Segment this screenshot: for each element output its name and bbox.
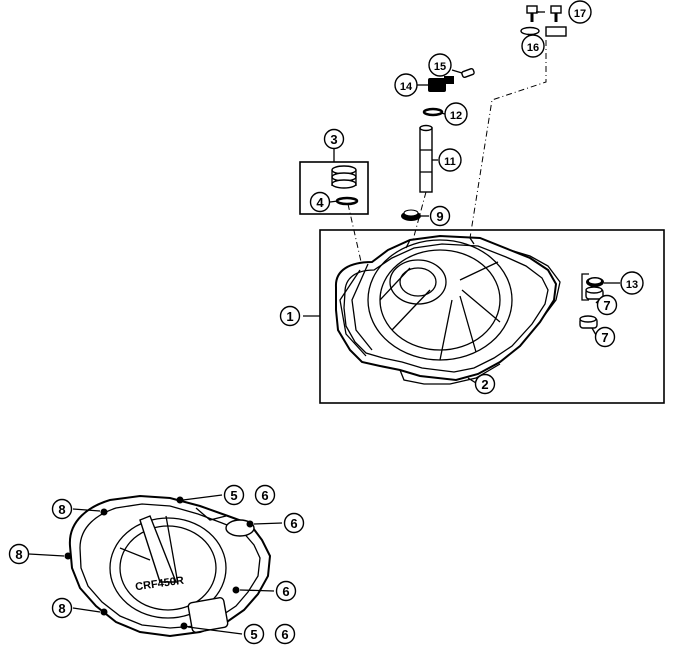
svg-text:5: 5 [230, 488, 237, 503]
svg-text:8: 8 [58, 601, 65, 616]
svg-text:14: 14 [400, 81, 413, 93]
svg-text:7: 7 [603, 298, 610, 313]
callout-16: 16 [521, 34, 545, 58]
bolt-15-part [461, 67, 475, 79]
callout-5a: 5 [223, 484, 245, 506]
svg-text:13: 13 [626, 279, 638, 291]
svg-text:15: 15 [434, 61, 446, 73]
shaft-11-part [419, 124, 433, 193]
seal-9-part [401, 209, 421, 221]
svg-text:11: 11 [444, 156, 456, 168]
bushing-13-part [586, 277, 604, 287]
assembly-line-4 [347, 203, 363, 267]
bracket-13 [581, 273, 589, 301]
callout-3: 3 [323, 128, 345, 150]
callout-5b: 5 [243, 623, 265, 645]
callout-9: 9 [429, 205, 451, 227]
leader-lines [28, 11, 620, 635]
pin-16-part [520, 26, 567, 37]
part-3 [331, 165, 357, 189]
callout-6d: 6 [274, 623, 296, 645]
svg-text:8: 8 [58, 502, 65, 517]
svg-text:6: 6 [261, 488, 268, 503]
callout-13: 13 [620, 271, 644, 295]
assembly-line-11 [412, 191, 427, 241]
svg-text:16: 16 [527, 42, 539, 54]
svg-text:9: 9 [436, 209, 443, 224]
callout-1: 1 [279, 305, 301, 327]
callout-14: 14 [394, 73, 418, 97]
svg-text:6: 6 [282, 584, 289, 599]
plug-14-part [428, 76, 454, 92]
svg-text:6: 6 [281, 627, 288, 642]
callout-6a: 6 [254, 484, 276, 506]
svg-text:6: 6 [290, 516, 297, 531]
svg-text:4: 4 [316, 195, 324, 210]
callout-17: 17 [568, 0, 592, 24]
callout-11: 11 [438, 148, 462, 172]
oring-4-part [335, 196, 359, 206]
callout-12: 12 [444, 102, 468, 126]
callout-4: 4 [309, 191, 331, 213]
callout-8c: 8 [51, 597, 73, 619]
callout-6c: 6 [275, 580, 297, 602]
bushing-7a-part [585, 286, 604, 300]
svg-text:12: 12 [450, 110, 462, 122]
svg-text:3: 3 [330, 132, 337, 147]
bushing-7b-part [579, 315, 598, 329]
svg-text:1: 1 [286, 309, 293, 324]
cover-assembled-view: CRF450R [64, 494, 272, 638]
callout-7a: 7 [596, 294, 618, 316]
svg-text:8: 8 [15, 547, 22, 562]
callout-6b: 6 [283, 512, 305, 534]
svg-text:5: 5 [250, 627, 257, 642]
ring-12-part [422, 107, 444, 117]
svg-text:17: 17 [574, 8, 586, 20]
callout-2: 2 [474, 373, 496, 395]
bolt-17-part [526, 5, 562, 22]
callout-7b: 7 [594, 326, 616, 348]
cover-part-2 [334, 234, 561, 385]
callout-8b: 8 [8, 543, 30, 565]
callout-15: 15 [428, 53, 452, 77]
callout-8a: 8 [51, 498, 73, 520]
svg-text:7: 7 [601, 330, 608, 345]
assembly-line-16 [469, 40, 547, 239]
svg-text:2: 2 [481, 377, 488, 392]
